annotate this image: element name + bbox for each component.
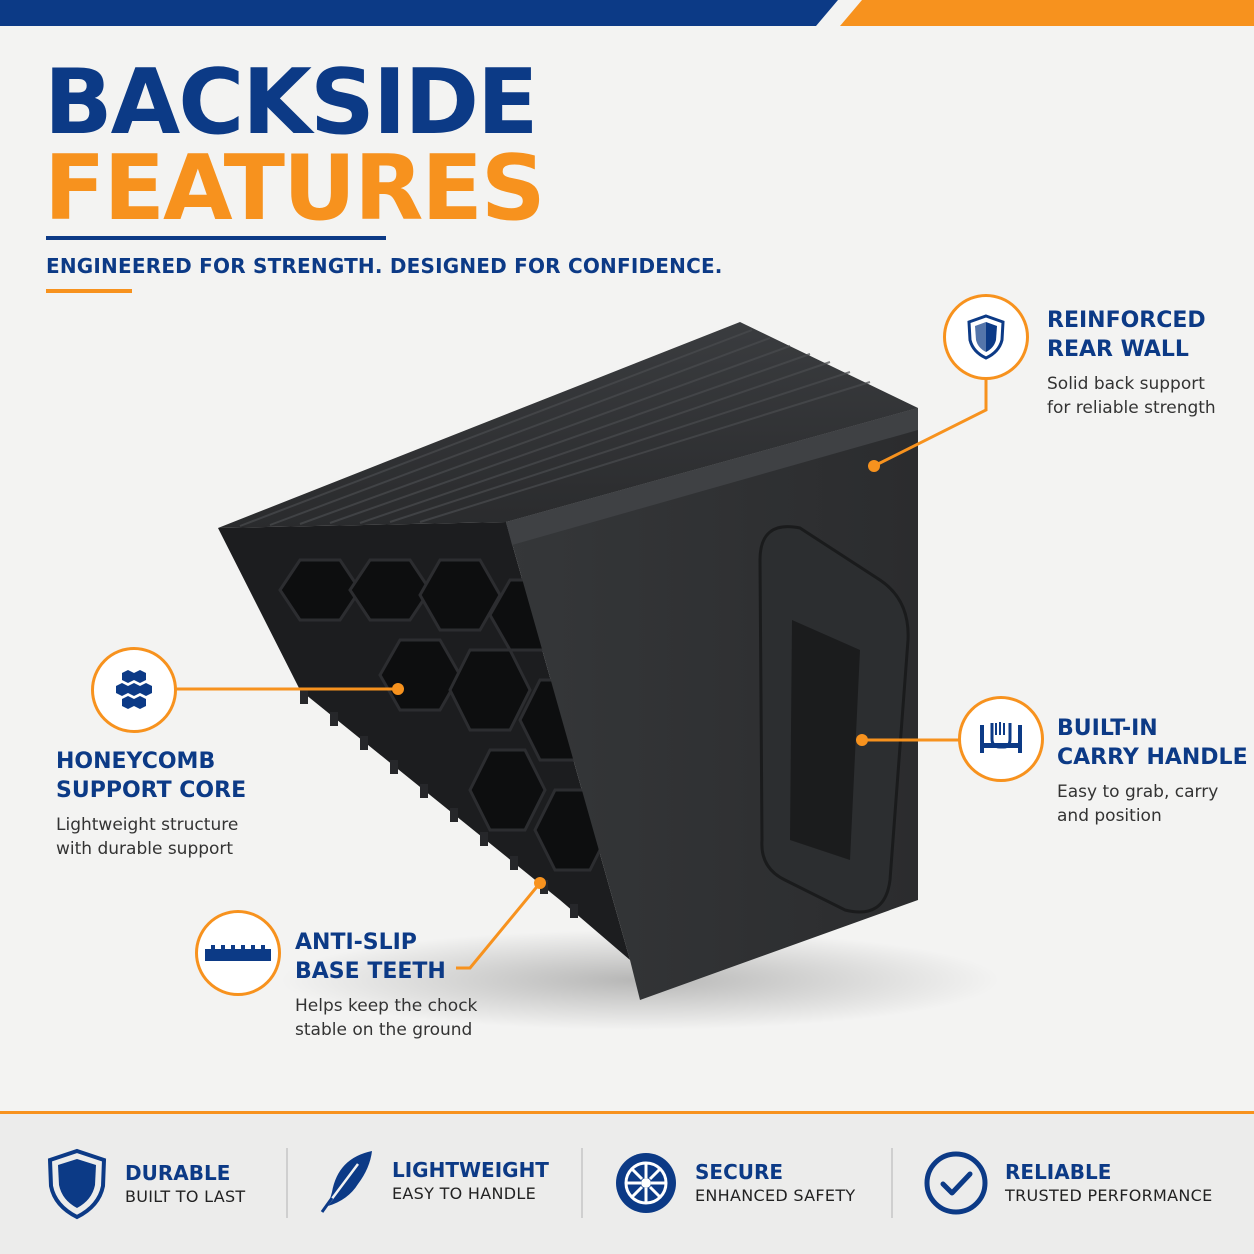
benefit-lightweight-subtitle: EASY TO HANDLE <box>392 1184 537 1203</box>
page-title-line1: BACKSIDE <box>44 50 539 155</box>
benefit-secure-title: SECURE <box>695 1160 784 1184</box>
handle-title2: CARRY HANDLE <box>1057 745 1248 770</box>
rear-wall-desc2: for reliable strength <box>1047 398 1216 418</box>
handle-desc2: and position <box>1057 806 1162 826</box>
teeth-title1: ANTI-SLIP <box>295 930 417 955</box>
teeth-desc2: stable on the ground <box>295 1020 473 1040</box>
handle-feature: BUILT-IN CARRY HANDLE Easy to grab, carr… <box>1057 714 1248 828</box>
rear-wall-desc1: Solid back support <box>1047 374 1205 394</box>
benefit-durable: DURABLE BUILT TO LAST <box>46 1148 246 1220</box>
check-circle-icon <box>924 1151 988 1215</box>
benefit-secure: SECURE ENHANCED SAFETY <box>613 1150 855 1216</box>
teeth-title2: BASE TEETH <box>295 959 446 984</box>
benefit-reliable-subtitle: TRUSTED PERFORMANCE <box>1005 1186 1213 1205</box>
honeycomb-desc1: Lightweight structure <box>56 815 239 835</box>
honeycomb-title1: HONEYCOMB <box>56 749 216 774</box>
tagline-divider <box>46 289 132 293</box>
benefit-durable-title: DURABLE <box>125 1161 231 1185</box>
teeth-desc1: Helps keep the chock <box>295 996 478 1016</box>
rear-wall-title2: REAR WALL <box>1047 337 1189 362</box>
bottom-bar-divider <box>0 1111 1254 1114</box>
rear-wall-icon-badge <box>943 294 1029 380</box>
handle-desc1: Easy to grab, carry <box>1057 782 1219 802</box>
page-title-line2: FEATURES <box>44 136 546 241</box>
wheel-icon <box>616 1153 676 1213</box>
benefit-divider <box>286 1148 288 1218</box>
benefit-reliable-title: RELIABLE <box>1005 1160 1112 1184</box>
benefit-reliable: RELIABLE TRUSTED PERFORMANCE <box>923 1150 1213 1216</box>
title-divider <box>46 236 386 240</box>
benefit-lightweight-title: LIGHTWEIGHT <box>392 1158 549 1182</box>
handle-title1: BUILT-IN <box>1057 716 1158 741</box>
teeth-feature: ANTI-SLIP BASE TEETH Helps keep the choc… <box>295 928 477 1042</box>
benefit-divider <box>891 1148 893 1218</box>
honeycomb-icon <box>116 670 152 709</box>
shield-icon <box>47 1148 107 1220</box>
feather-icon <box>320 1151 372 1213</box>
handle-icon-badge <box>958 696 1044 782</box>
benefit-durable-subtitle: BUILT TO LAST <box>125 1187 246 1206</box>
teeth-icon-badge <box>195 910 281 996</box>
callout-connectors <box>176 378 988 970</box>
wheel-chock-product <box>218 322 1000 1030</box>
honeycomb-title2: SUPPORT CORE <box>56 778 247 803</box>
teeth-icon <box>205 945 271 961</box>
top-stripe-bar <box>0 0 1254 26</box>
benefit-divider <box>581 1148 583 1218</box>
honeycomb-desc2: with durable support <box>56 839 234 859</box>
benefit-lightweight: LIGHTWEIGHT EASY TO HANDLE <box>318 1148 549 1214</box>
shield-icon <box>967 314 1005 360</box>
rear-wall-title1: REINFORCED <box>1047 308 1206 333</box>
hand-grip-icon <box>980 722 1022 753</box>
benefit-secure-subtitle: ENHANCED SAFETY <box>695 1186 856 1205</box>
tagline: ENGINEERED FOR STRENGTH. DESIGNED FOR CO… <box>46 254 723 278</box>
honeycomb-feature: HONEYCOMB SUPPORT CORE Lightweight struc… <box>56 747 246 861</box>
honeycomb-icon-badge <box>91 647 177 733</box>
rear-wall-feature: REINFORCED REAR WALL Solid back support … <box>1047 306 1216 420</box>
